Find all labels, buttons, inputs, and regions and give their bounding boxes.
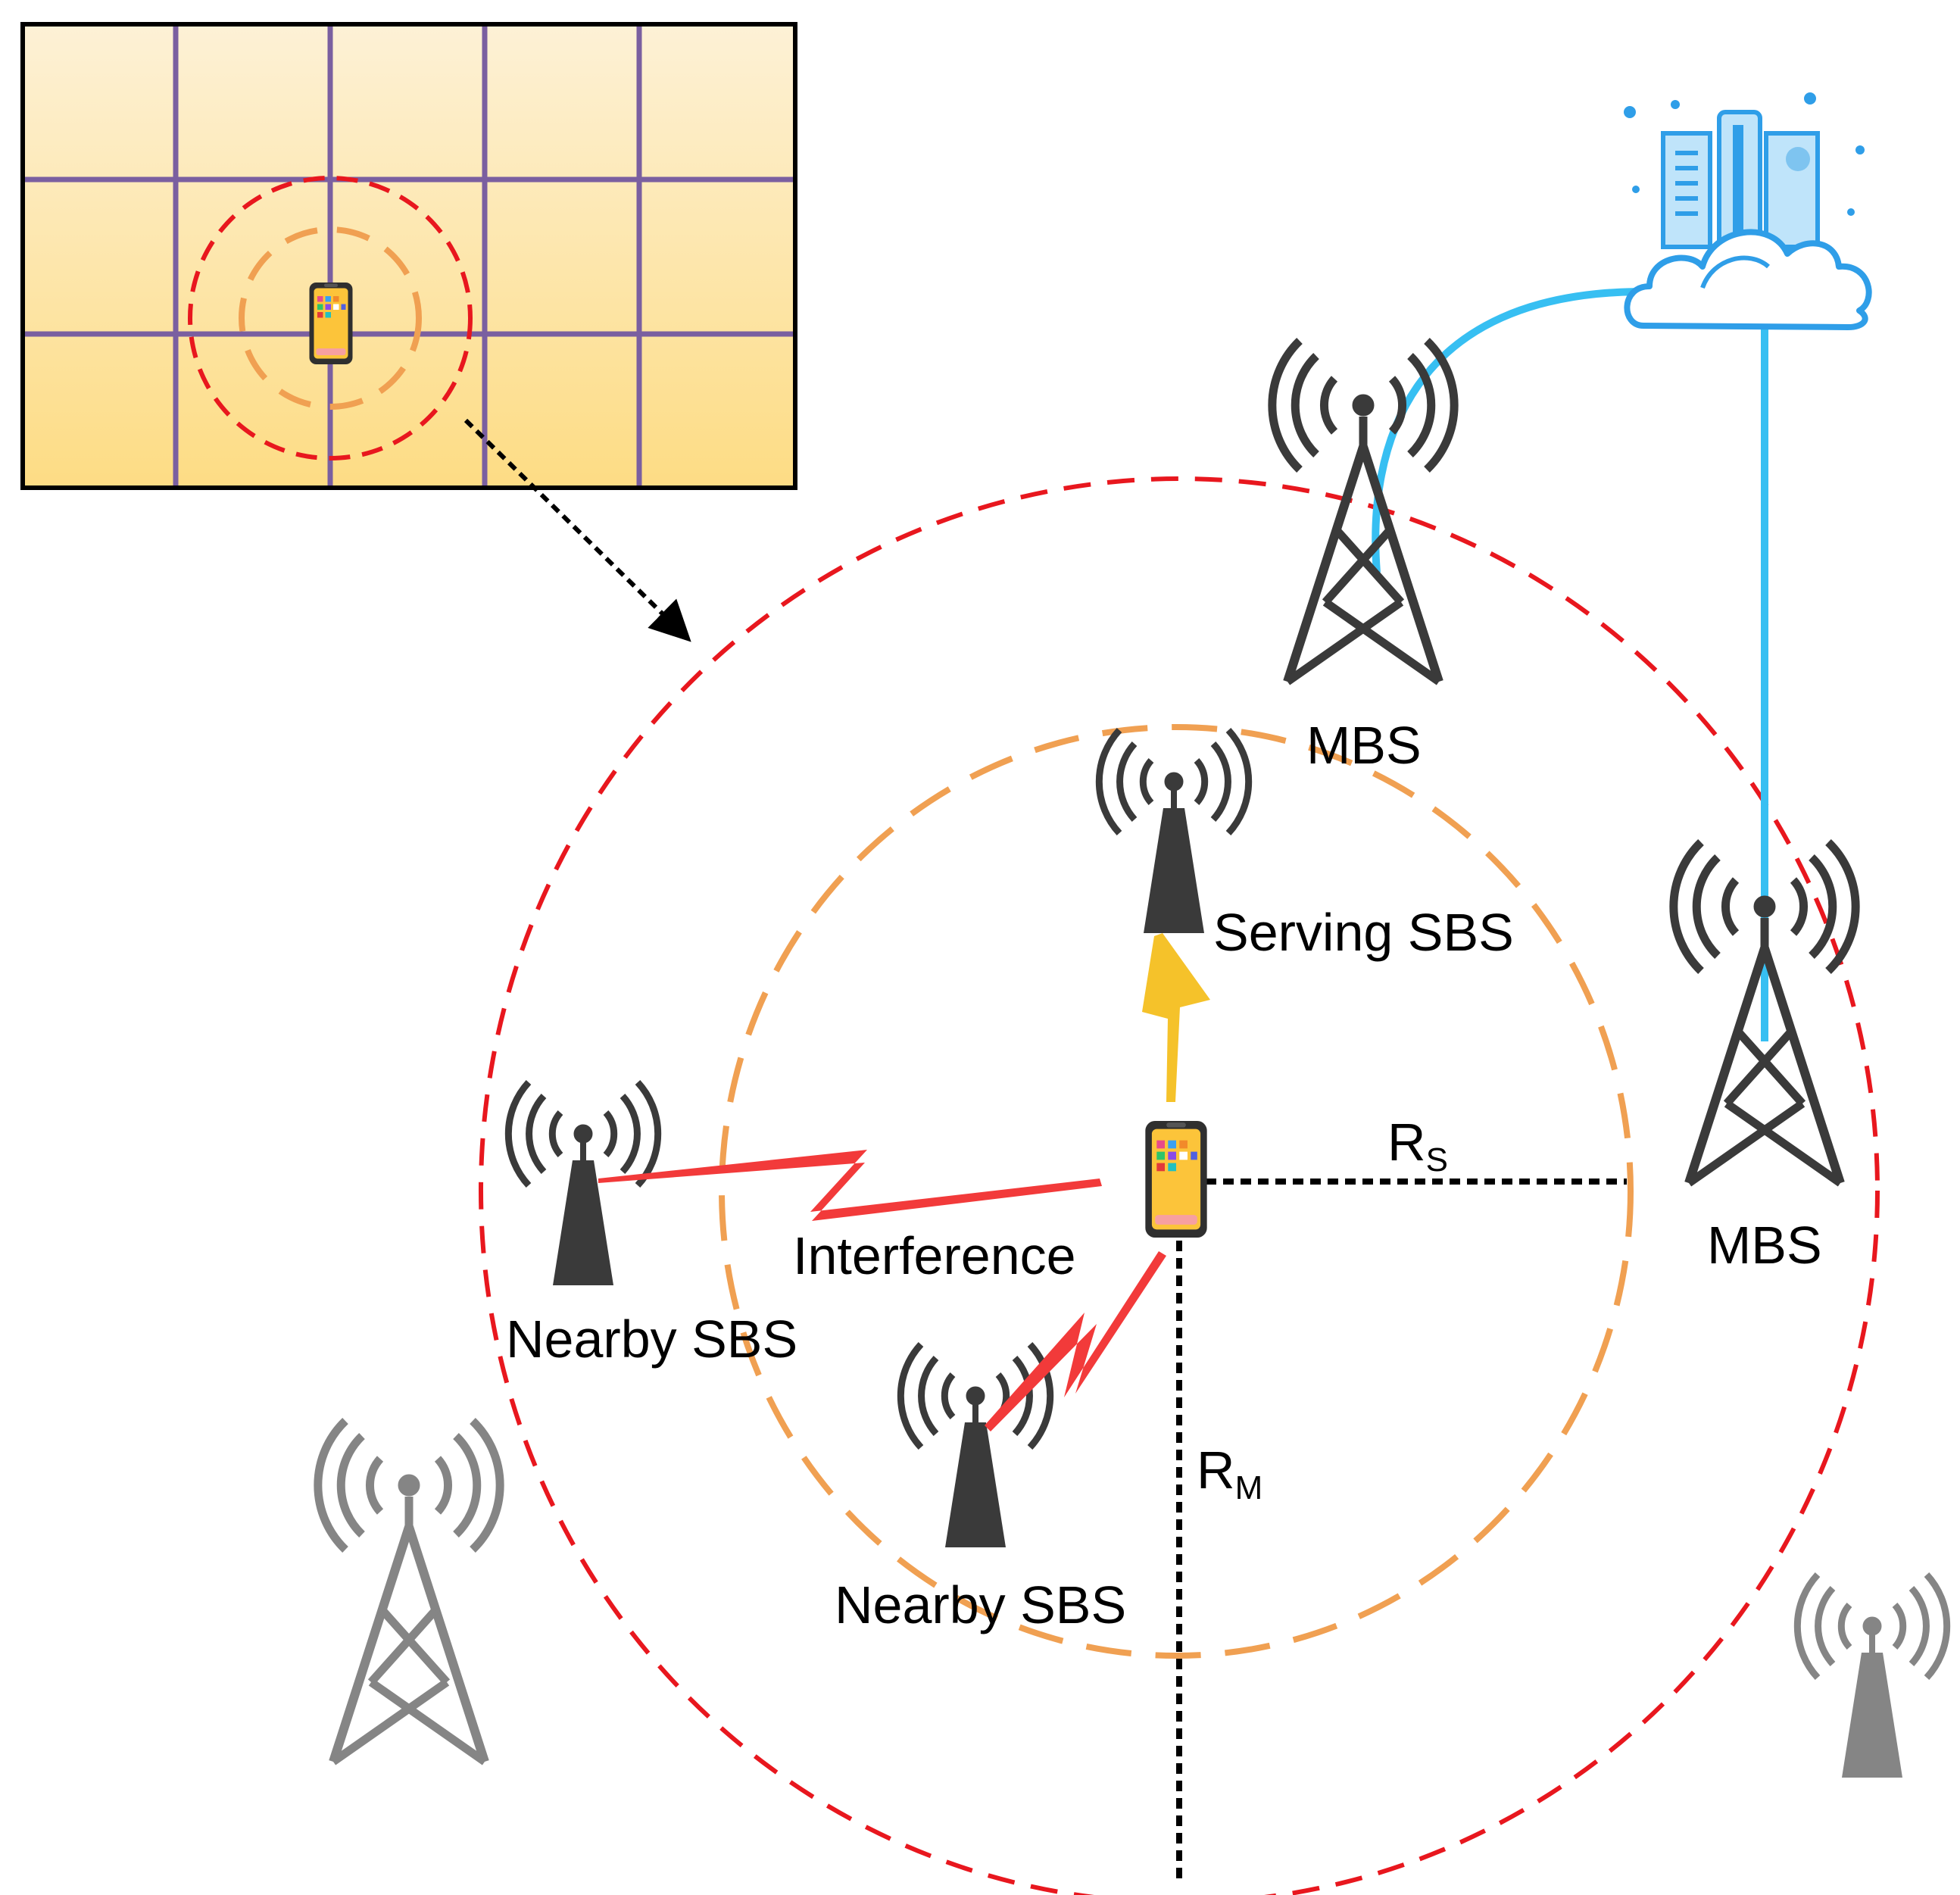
- grid-map-inset: [20, 22, 797, 490]
- nearby-sbs-tower-icon-left: [508, 1082, 657, 1285]
- rs-label-sub: S: [1426, 1141, 1448, 1179]
- mbs-right-label: MBS: [1707, 1216, 1822, 1275]
- nearby-sbs-tower-icon-bottom: [900, 1344, 1050, 1547]
- rs-label-main: R: [1387, 1113, 1426, 1172]
- nearby-sbs-bottom-label: Nearby SBS: [835, 1575, 1126, 1634]
- rm-label: RM: [1197, 1441, 1262, 1506]
- inset-macro-range-circle: [188, 176, 473, 460]
- rm-label-main: R: [1197, 1441, 1235, 1500]
- small-range-circle: [719, 724, 1634, 1659]
- serving-link-bolt: [1142, 933, 1210, 1102]
- macro-tower-icon-faded: [318, 1421, 500, 1762]
- rm-label-sub: M: [1235, 1469, 1263, 1506]
- nearby-sbs-left-label: Nearby SBS: [506, 1310, 797, 1369]
- inset-smartphone-icon: [309, 283, 353, 364]
- zoom-arrow: [463, 418, 691, 642]
- user-smartphone-icon: [1145, 1120, 1207, 1238]
- small-tower-icon-faded: [1797, 1575, 1946, 1778]
- interference-link-bottom: [985, 1251, 1166, 1431]
- macro-tower-icon-top: [1272, 341, 1454, 682]
- inset-small-range-circle: [239, 226, 422, 410]
- grid-lines: [23, 24, 795, 488]
- backhaul-link-top-mbs: [1372, 288, 1644, 573]
- cloud-datacenter-icon: [1624, 92, 1872, 330]
- interference-link-left: [598, 1150, 1102, 1221]
- rs-label: RS: [1387, 1113, 1448, 1179]
- serving-sbs-label: Serving SBS: [1213, 903, 1514, 962]
- macro-range-circle: [479, 476, 1880, 1895]
- mbs-top-label: MBS: [1306, 716, 1422, 775]
- interference-label: Interference: [793, 1226, 1076, 1285]
